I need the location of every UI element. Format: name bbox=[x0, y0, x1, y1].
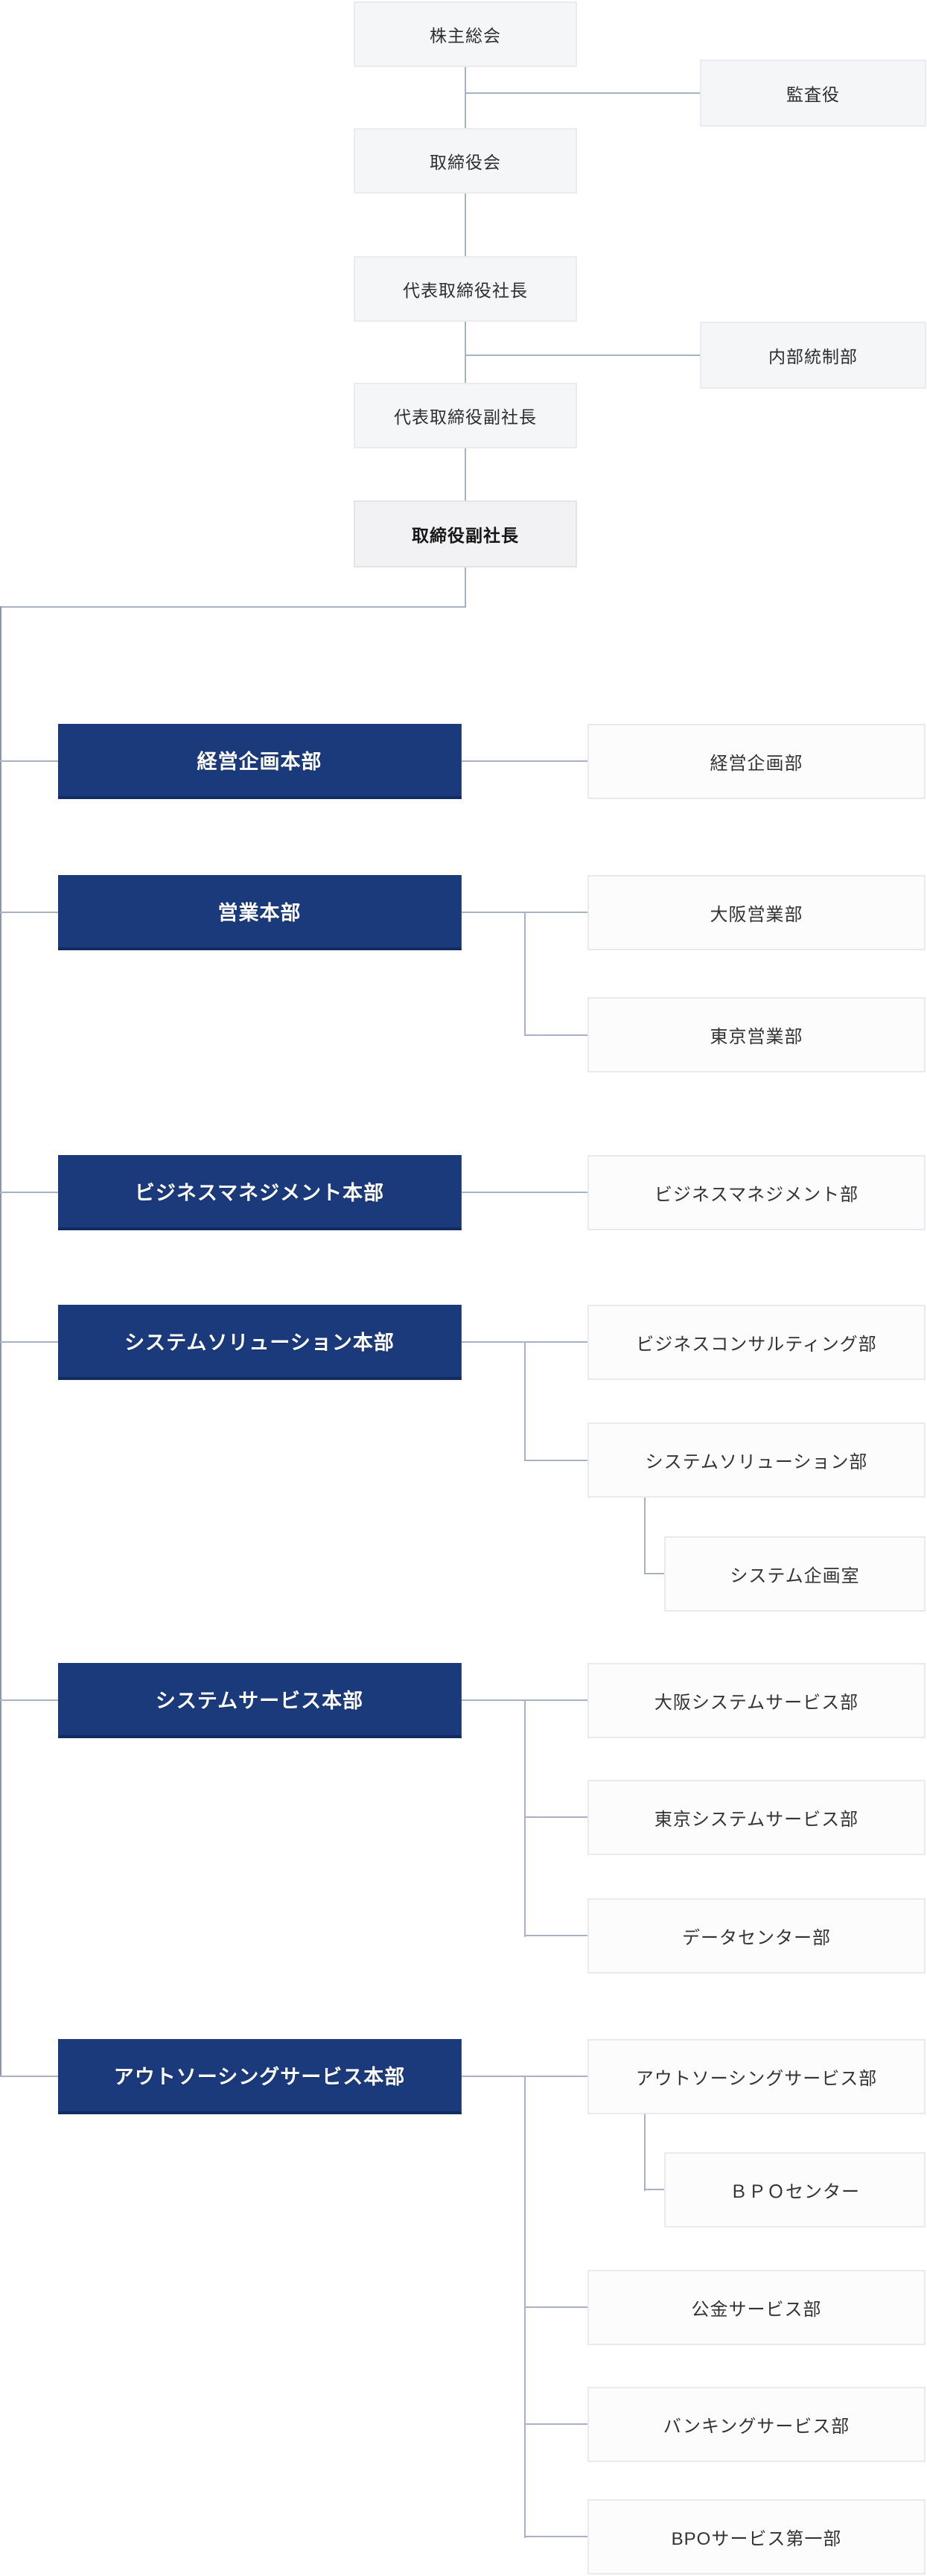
dept-tokyo-sales: 東京営業部 bbox=[587, 997, 926, 1072]
connector-spine bbox=[465, 567, 466, 607]
connector-spine bbox=[465, 322, 466, 383]
connector-spine bbox=[465, 448, 466, 500]
connector-branch bbox=[524, 2423, 587, 2425]
connector-stub bbox=[0, 912, 58, 913]
connector-branch bbox=[524, 1460, 587, 1461]
dept-data-center: データセンター部 bbox=[587, 1898, 926, 1974]
dept-public-funds-service: 公金サービス部 bbox=[587, 2270, 926, 2345]
dept-business-management: ビジネスマネジメント部 bbox=[587, 1155, 926, 1230]
division-management-planning: 経営企画本部 bbox=[58, 724, 462, 799]
division-outsourcing-service: アウトソーシングサービス本部 bbox=[58, 2039, 462, 2114]
connector-row bbox=[462, 1192, 587, 1193]
connector-stub bbox=[0, 1699, 58, 1701]
connector-trunk bbox=[524, 912, 526, 1036]
dept-outsourcing-service: アウトソーシングサービス部 bbox=[587, 2039, 926, 2114]
dept-osaka-sales: 大阪営業部 bbox=[587, 875, 926, 950]
connector-branch bbox=[524, 1816, 587, 1818]
connector-sub-trunk bbox=[644, 2114, 646, 2191]
dept-banking-service: バンキングサービス部 bbox=[587, 2387, 926, 2462]
connector-sub-trunk bbox=[644, 1498, 646, 1574]
dept-bpo-center: ＢＰＯセンター bbox=[664, 2152, 926, 2227]
connector-spine bbox=[465, 194, 466, 256]
connector-stub bbox=[0, 2076, 58, 2077]
connector-stub bbox=[0, 760, 58, 762]
connector-auditor bbox=[466, 92, 700, 94]
dept-bpo-service-1: BPOサービス第一部 bbox=[587, 2499, 926, 2575]
connector-branch bbox=[524, 1034, 587, 1036]
dept-management-planning: 経営企画部 bbox=[587, 724, 926, 799]
dept-business-consulting: ビジネスコンサルティング部 bbox=[587, 1305, 926, 1380]
connector-branch bbox=[524, 2536, 587, 2537]
box-president: 代表取締役社長 bbox=[354, 256, 577, 322]
connector-branch bbox=[524, 2306, 587, 2308]
division-sales: 営業本部 bbox=[58, 875, 462, 950]
box-senior-vice-president: 取締役副社長 bbox=[354, 500, 577, 567]
division-system-solution: システムソリューション本部 bbox=[58, 1305, 462, 1380]
box-shareholders-meeting: 株主総会 bbox=[354, 1, 577, 67]
box-deputy-president: 代表取締役副社長 bbox=[354, 383, 577, 448]
connector-branch bbox=[524, 1935, 587, 1936]
connector-trunk bbox=[524, 1700, 526, 1937]
connector-internal-control bbox=[466, 354, 700, 356]
dept-tokyo-system-service: 東京システムサービス部 bbox=[587, 1780, 926, 1855]
connector-turn bbox=[0, 606, 466, 608]
dept-osaka-system-service: 大阪システムサービス部 bbox=[587, 1663, 926, 1738]
office-system-planning: システム企画室 bbox=[664, 1536, 926, 1612]
connector-spine bbox=[465, 67, 466, 128]
division-system-service: システムサービス本部 bbox=[58, 1663, 462, 1738]
box-auditor: 監査役 bbox=[700, 60, 926, 127]
box-board-of-directors: 取締役会 bbox=[354, 128, 577, 194]
dept-system-solution: システムソリューション部 bbox=[587, 1422, 926, 1498]
connector-row bbox=[462, 760, 587, 762]
division-business-management: ビジネスマネジメント本部 bbox=[58, 1155, 462, 1230]
box-internal-control-dept: 内部統制部 bbox=[700, 322, 926, 389]
connector-trunk bbox=[524, 1342, 526, 1461]
connector-stub bbox=[0, 1341, 58, 1343]
connector-sub-branch bbox=[644, 1573, 664, 1574]
connector-stub bbox=[0, 1192, 58, 1193]
connector-sub-branch bbox=[644, 2189, 664, 2190]
